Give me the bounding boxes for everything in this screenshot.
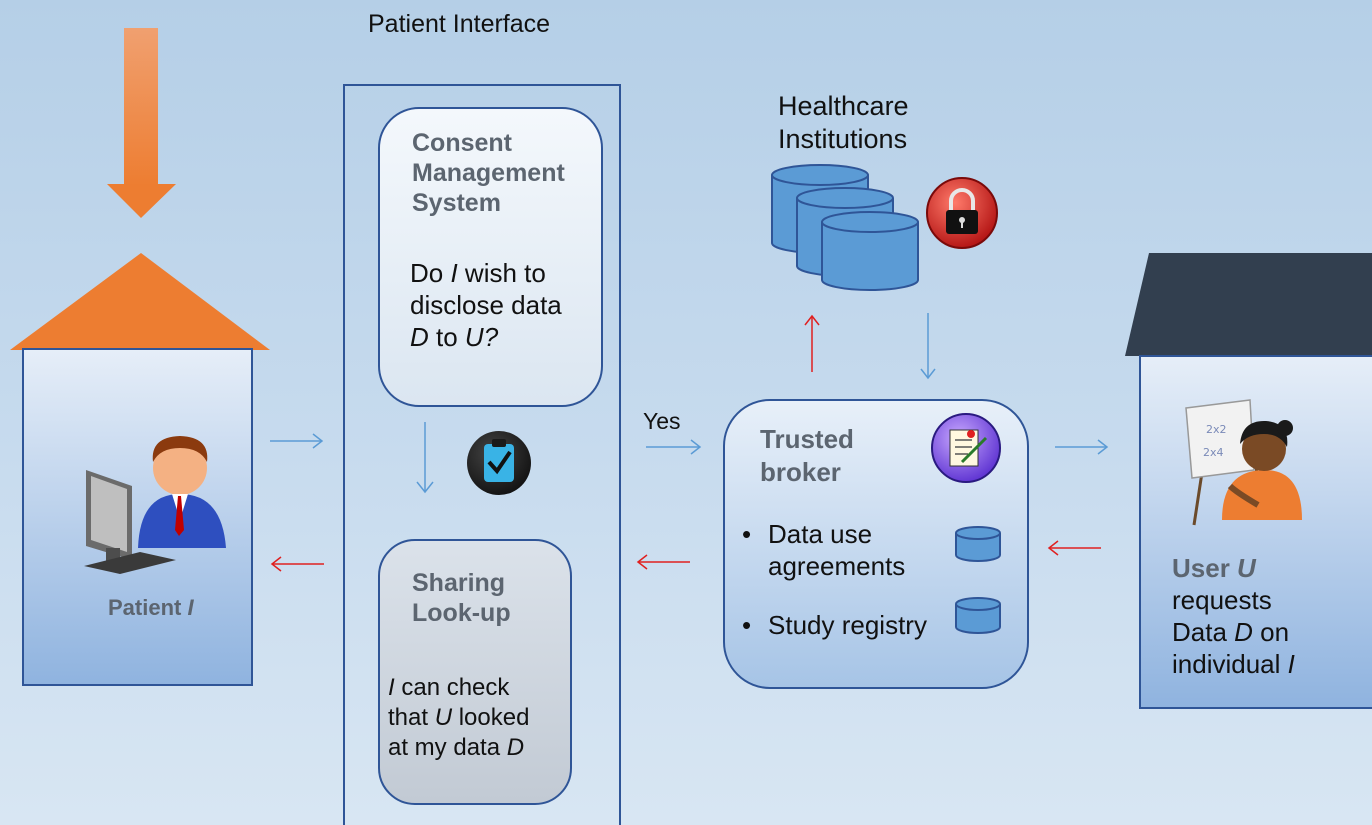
- text-run: can check: [394, 674, 510, 701]
- patient-interface-panel: [343, 84, 621, 825]
- text-run: on: [1252, 617, 1290, 647]
- text-run: User: [1172, 553, 1238, 583]
- sharing-description: I can check that U looked at my data D: [388, 673, 568, 763]
- text-run: Study registry: [768, 610, 927, 640]
- sharing-box: [378, 539, 572, 805]
- text-run: Do: [410, 258, 451, 288]
- healthcare-title: Healthcare Institutions: [778, 90, 909, 156]
- text-run: I: [388, 674, 395, 701]
- text-run: I: [187, 595, 194, 620]
- database-icon: [955, 526, 1001, 634]
- broker-to-user-arrow: [1055, 439, 1109, 455]
- text-run: U: [1237, 553, 1256, 583]
- text-run: Institutions: [778, 124, 908, 154]
- text-run: Trusted: [760, 424, 854, 454]
- text-run: at my data: [388, 734, 507, 761]
- interface-to-patient-arrow: [270, 556, 324, 572]
- text-run: I: [1287, 649, 1295, 679]
- svg-text:2x4: 2x4: [1203, 446, 1224, 459]
- list-item: Study registry: [742, 609, 927, 641]
- text-run: looked: [452, 704, 530, 731]
- text-run: disclose data: [410, 290, 562, 320]
- sharing-title: Sharing Look-up: [412, 568, 511, 628]
- database-icon: [771, 164, 919, 291]
- svg-text:2x2: 2x2: [1206, 423, 1227, 436]
- user-to-broker-arrow: [1047, 540, 1101, 556]
- broker-to-healthcare-arrow: [804, 314, 820, 372]
- text-run: U: [434, 704, 453, 731]
- yes-label: Yes: [643, 408, 681, 434]
- padlock-icon: [926, 177, 998, 249]
- page-title: Patient Interface: [368, 10, 551, 38]
- consent-title-line: System: [412, 189, 501, 217]
- text-run: D: [506, 734, 525, 761]
- text-run: I: [450, 258, 458, 288]
- yes-arrow: [646, 439, 702, 455]
- text-run: individual: [1172, 649, 1288, 679]
- text-run: Data use: [768, 519, 873, 549]
- sharing-title-line: Look-up: [412, 599, 511, 627]
- broker-title: Trusted broker: [760, 423, 854, 489]
- sharing-title-line: Sharing: [412, 569, 506, 597]
- text-run: broker: [760, 457, 841, 487]
- consent-to-sharing-arrow: [416, 422, 434, 494]
- text-run: wish to: [457, 258, 546, 288]
- text-run: D: [1234, 617, 1253, 647]
- text-run: D: [410, 322, 429, 352]
- computer-user-icon: [84, 436, 226, 574]
- broker-to-interface-arrow: [636, 554, 690, 570]
- certificate-icon: [931, 413, 1001, 483]
- incoming-arrow: [107, 28, 176, 218]
- consent-title: Consent Management System: [412, 128, 565, 218]
- healthcare-to-broker-arrow: [920, 313, 936, 380]
- teacher-icon: 2x2 2x4: [1185, 399, 1302, 526]
- consent-question: Do I wish to disclose data D to U?: [410, 257, 590, 353]
- user-description: User U requests Data D on individual I: [1172, 552, 1295, 680]
- list-item: Data use agreements: [742, 518, 927, 582]
- text-run: agreements: [768, 551, 906, 581]
- text-run: to: [428, 322, 465, 352]
- text-run: Patient: [108, 595, 188, 620]
- text-run: that: [388, 704, 435, 731]
- consent-title-line: Management: [412, 159, 565, 187]
- text-run: requests: [1172, 585, 1272, 615]
- text-run: Healthcare: [778, 91, 909, 121]
- user-house: [1125, 253, 1372, 709]
- patient-to-interface-arrow: [270, 433, 324, 449]
- consent-box: [378, 107, 603, 407]
- broker-list: Data use agreements Study registry: [742, 518, 927, 641]
- clipboard-check-icon: [467, 431, 531, 495]
- consent-title-line: Consent: [412, 129, 512, 157]
- text-run: Data: [1172, 617, 1235, 647]
- text-run: U?: [464, 322, 499, 352]
- patient-label: Patient I: [108, 593, 194, 623]
